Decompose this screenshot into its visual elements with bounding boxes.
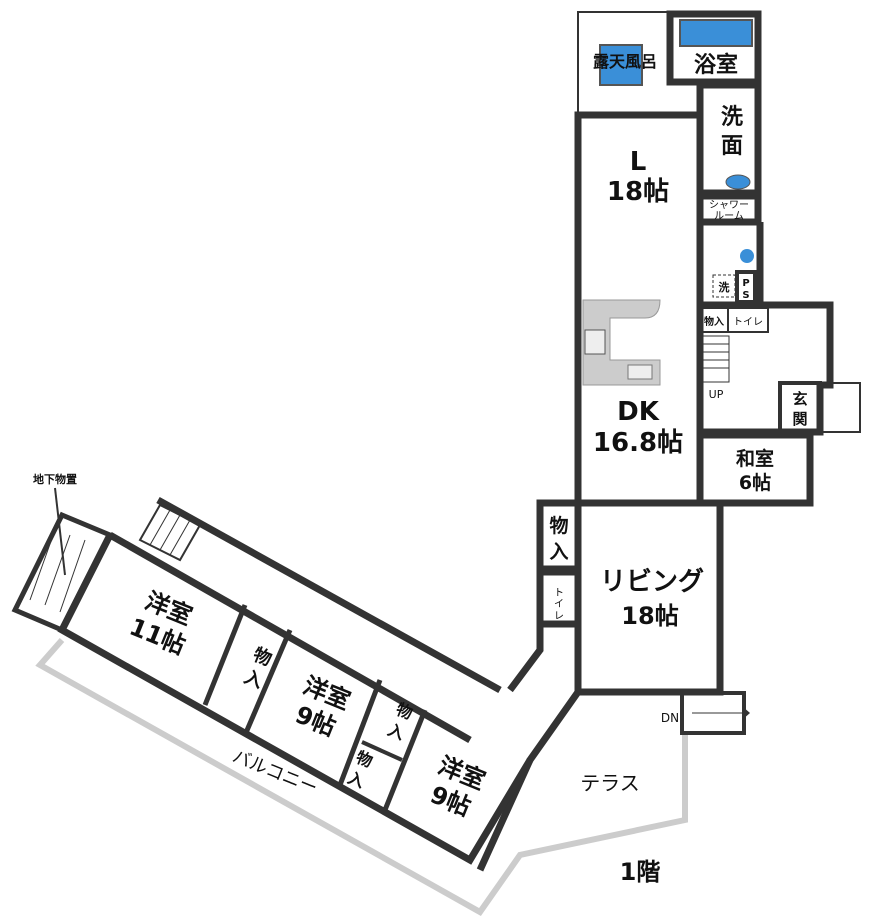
living-walls: [574, 499, 724, 696]
ps-label-1: P: [742, 278, 749, 289]
bathtub: [679, 19, 753, 47]
outdoor-bath-tub: [599, 44, 643, 86]
storage-b-label-2: 入: [385, 720, 407, 744]
washroom-label-1: 洗: [721, 105, 743, 130]
washroom-label-2: 面: [721, 134, 743, 159]
kitchen-sink: [627, 364, 653, 380]
kitchen-counter: [582, 299, 661, 386]
balcony-outline: [35, 638, 688, 916]
floor-label: 1階: [620, 858, 661, 886]
storage-label-2: 入: [549, 541, 568, 563]
japanese-room-size: 6帖: [739, 471, 771, 494]
entrance-label-2: 関: [792, 410, 807, 428]
stove: [584, 329, 606, 355]
left-wing: [11, 487, 534, 865]
living-upper-size: 18帖: [607, 177, 669, 207]
dk-size: 16.8帖: [593, 428, 683, 458]
storage-c-label-2: 入: [345, 768, 367, 792]
underground-stairs: [11, 511, 114, 634]
japanese-room-label: 和室: [736, 447, 774, 470]
living-upper-label: L: [630, 147, 647, 177]
shower-label-2: ルーム: [714, 210, 744, 222]
storage-small-label: 物入: [704, 315, 724, 328]
washer-label: 洗: [719, 280, 730, 294]
corridor-stairs: [138, 503, 202, 562]
stairs-up: [702, 335, 730, 383]
terrace-label: テラス: [580, 771, 640, 795]
storage-c-label-1: 物: [353, 748, 375, 772]
living-size: 18帖: [621, 602, 678, 630]
stairs-up-label: UP: [709, 388, 724, 401]
entrance-label-1: 玄: [792, 390, 807, 408]
leader-arrow: [54, 487, 66, 576]
storage-b-label-1: 物: [393, 700, 415, 724]
outdoor-bath-label: 露天風呂: [593, 52, 657, 71]
ps-label-2: S: [742, 290, 749, 301]
sink: [725, 174, 751, 190]
stairs-down-label: DN: [661, 711, 679, 725]
underground-storage-label: 地下物置: [33, 472, 77, 486]
stairs-down: [680, 691, 750, 735]
living-label: リビング: [600, 567, 704, 597]
dk-label: DK: [617, 397, 660, 427]
toilet-label-2: イ: [554, 599, 564, 610]
shower-label-1: シャワー: [709, 200, 749, 211]
storage-a-label-1: 物: [250, 643, 275, 670]
toilet-small-label: トイレ: [733, 317, 763, 328]
toilet-label-1: ト: [554, 588, 564, 599]
toilet-label-3: レ: [554, 611, 564, 622]
japanese-room-walls: [696, 431, 814, 507]
storage-label-1: 物: [549, 514, 568, 537]
storage-a-label-2: 入: [241, 666, 266, 692]
bathroom-label: 浴室: [694, 52, 738, 78]
